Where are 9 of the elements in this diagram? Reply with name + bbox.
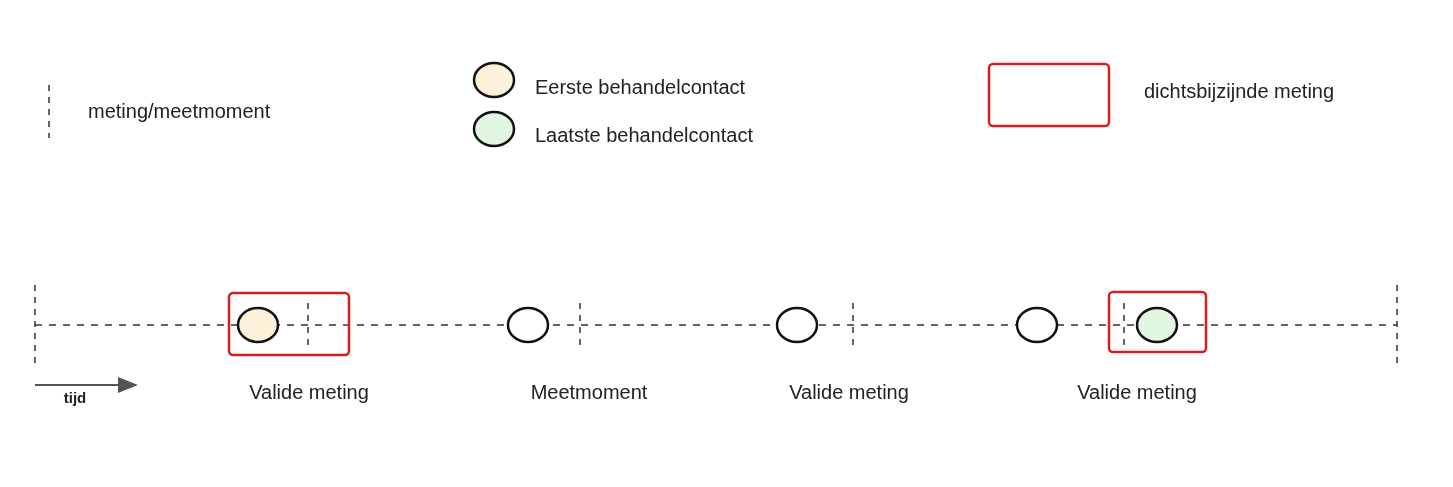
timeline-label: Valide meting [789,380,909,404]
timeline-label: Valide meting [249,380,369,404]
legend-label: meting/meetmoment [88,99,271,123]
legend-label: dichtsbijzijnde meting [1144,79,1335,103]
axis-label: tijd [63,389,87,407]
legend-label: Laatste behandelcontact [535,123,753,147]
legend-label: Eerste behandelcontact [535,75,746,99]
timeline-label: Meetmoment [530,380,648,404]
timeline-label: Valide meting [1077,380,1197,404]
